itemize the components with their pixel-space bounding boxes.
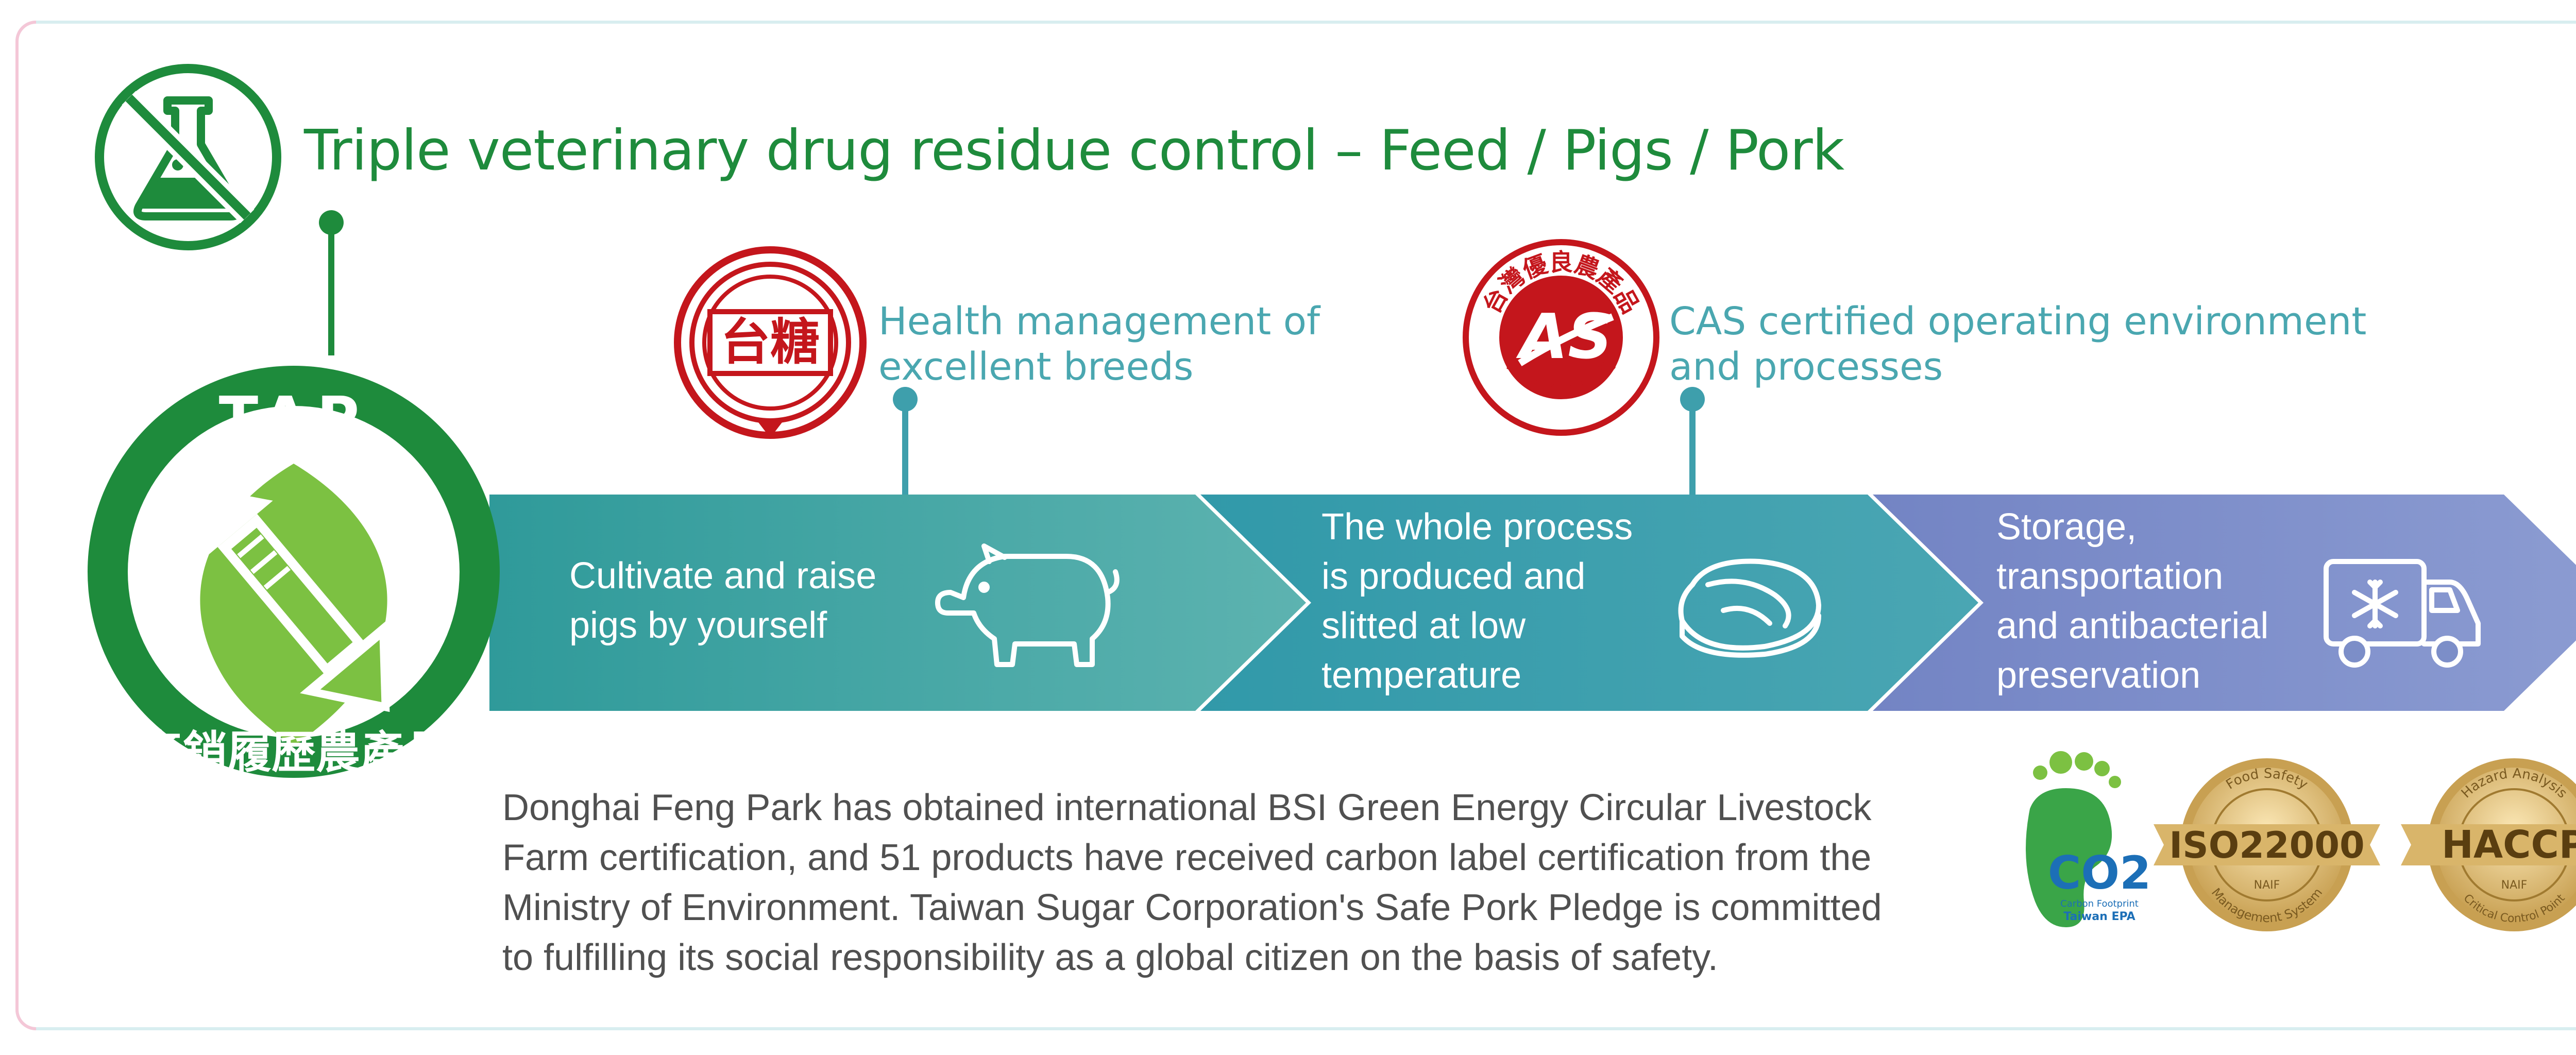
tap-bottom-text: 產銷履歷農產品 — [139, 727, 449, 778]
step-3-line: transportation — [1996, 556, 2224, 597]
description-line: Farm certification, and 51 products have… — [502, 837, 1872, 878]
pig-icon — [935, 543, 1120, 667]
co2-text: CO2 — [2048, 846, 2151, 899]
co2-sub2: Taiwan EPA — [2063, 910, 2135, 923]
description-line: Ministry of Environment. Taiwan Sugar Co… — [502, 887, 1882, 928]
caption-cas-line2: and processes — [1669, 345, 1943, 389]
cas-certification-logo: 台灣優良農產品 第014702號 AS — [1463, 239, 1659, 436]
step-3-line: Storage, — [1996, 506, 2137, 548]
taiwan-sugar-logo: 台糖 — [674, 246, 867, 439]
haccp-text: HACCP — [2442, 823, 2576, 867]
step-3-text: Storage, transportation and antibacteria… — [1996, 502, 2268, 700]
refrigerated-truck-icon — [2324, 559, 2481, 668]
step-1-line: Cultivate and raise — [569, 555, 877, 597]
caption-breeds-line2: excellent breeds — [878, 345, 1194, 389]
step-3-line: and antibacterial — [1996, 605, 2269, 646]
step-2-line: slitted at low — [1321, 605, 1526, 646]
no-drug-flask-icon — [95, 64, 281, 250]
step-arrow-2 — [1200, 495, 1978, 711]
taiwan-sugar-text: 台糖 — [721, 313, 820, 371]
caption-breeds-line1: Health management of — [878, 299, 1320, 344]
iso-mark: NAIF — [2254, 879, 2280, 892]
description-line: Donghai Feng Park has obtained internati… — [502, 787, 1872, 828]
caption-cas-line1: CAS certified operating environment — [1669, 299, 2367, 344]
step-3-line: preservation — [1996, 655, 2201, 696]
iso-text: ISO22000 — [2169, 824, 2365, 866]
step-arrow-1 — [489, 495, 1306, 711]
tap-top-text: TAP — [219, 385, 368, 452]
iso22000-badge: Food Safety Management System ISO22000 N… — [2154, 758, 2380, 931]
meat-icon — [1678, 558, 1821, 658]
description-paragraph: Donghai Feng Park has obtained internati… — [502, 783, 1996, 983]
step-1-line: pigs by yourself — [569, 605, 827, 646]
page-title: Triple veterinary drug residue control –… — [304, 118, 1844, 183]
step-2-line: The whole process — [1321, 506, 1633, 548]
co2-sub1: Carbon Footprint — [2060, 898, 2139, 909]
haccp-mark: NAIF — [2501, 879, 2528, 892]
step-arrow-3 — [1873, 495, 2576, 711]
step-2-line: temperature — [1321, 655, 1522, 696]
step-2-line: is produced and — [1321, 556, 1586, 597]
step-2-text: The whole process is produced and slitte… — [1321, 502, 1633, 700]
haccp-badge: Hazard Analysis Critical Control Point H… — [2401, 758, 2576, 931]
description-line: to fulfilling its social responsibility … — [502, 937, 1718, 978]
caption-breeds: Health management of excellent breeds — [878, 299, 1320, 389]
step-1-text: Cultivate and raise pigs by yourself — [569, 551, 876, 650]
carbon-footprint-badge: CO2 Carbon Footprint Taiwan EPA — [2026, 751, 2151, 927]
caption-cas: CAS certified operating environment and … — [1669, 299, 2366, 389]
tap-certification-logo: TAP 產銷履歷農產品 — [88, 366, 500, 778]
